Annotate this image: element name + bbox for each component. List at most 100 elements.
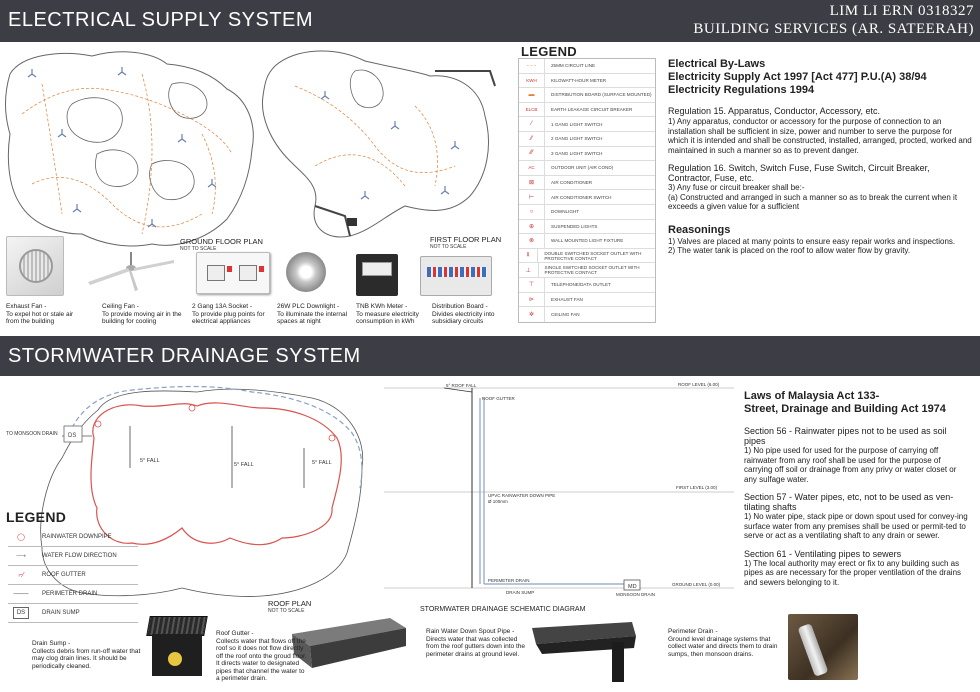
s57-title: Section 57 - Water pipes, etc, not to be…	[744, 492, 954, 512]
schematic-monsoon-drain: MONSOON DRAIN	[616, 592, 655, 597]
stormwater-legend: ◯ RAINWATER DOWNPIPE ⟶WATER FLOW DIRECTION…	[8, 528, 138, 623]
socket-photo	[196, 252, 270, 294]
downspout-icon	[532, 622, 636, 682]
perimeter-drain-photo	[788, 614, 858, 680]
drain-sump-grate	[146, 616, 208, 636]
stormwater-schematic: MD 5° ROOF FALL ROOF GUTTER ROOF LEVEL (…	[384, 382, 734, 597]
reg16-text-1: 3) Any fuse or circuit breaker shall be:…	[668, 183, 805, 192]
schematic-caption: STORMWATER DRAINAGE SCHEMATIC DIAGRAM	[420, 606, 586, 613]
bylaws-heading-1: Electrical By-Laws	[668, 58, 766, 70]
item-caption: Perimeter Drain -Ground level drainage s…	[668, 628, 780, 658]
electrical-legend-label: WALL MOUNTED LIGHT FIXTURE	[551, 238, 624, 244]
drain-sump-icon: DS	[13, 607, 29, 619]
laws-heading-1: Laws of Malaysia Act 133-	[744, 390, 880, 402]
reasoning-1: 1) Valves are placed at many points to e…	[668, 236, 956, 246]
roof-gutter-icon: ⌐⁄	[18, 571, 24, 579]
electrical-legend-row: ⊳EXHAUST FAN	[519, 292, 655, 308]
item-caption: Rain Water Down Spout Pipe -Directs wate…	[426, 628, 526, 658]
item-caption-title: Ceiling Fan -	[102, 303, 139, 310]
ground-floor-plan	[5, 51, 254, 247]
stormwater-legend-row: ⟶WATER FLOW DIRECTION	[8, 547, 138, 566]
item-caption: TNB KWh Meter -To measure electricity co…	[356, 303, 428, 326]
item-caption-title: 26W PLC Downlight -	[277, 303, 340, 310]
fall-label-3: 5° FALL	[312, 460, 332, 466]
schematic-ground-level: GROUND LEVEL (0.00)	[672, 582, 721, 587]
electrical-legend-row: ⊤TELEPHONE/DATA OUTLET	[519, 277, 655, 293]
perimeter-drain-pipe	[797, 623, 829, 677]
header-band: ELECTRICAL SUPPLY SYSTEM LIM LI ERN 0318…	[0, 0, 980, 42]
item-caption: 26W PLC Downlight -To illuminate the int…	[277, 303, 353, 326]
ceiling-fan-photo	[86, 252, 176, 292]
electrical-legend-row: ⊥SINGLE SWITCHED SOCKET OUTLET WITH PROT…	[519, 263, 655, 278]
rainwater-downpipe-icon: ◯	[17, 534, 25, 541]
item-caption-desc: To provide moving air in the building fo…	[102, 310, 182, 326]
s61-text: 1) The local authority may erect or fix …	[744, 558, 962, 587]
exhaust-fan-photo	[6, 236, 64, 296]
item-caption: Drain Sump -Collects debris from run-off…	[32, 640, 142, 670]
electrical-legend-label: KILOWATT-HOUR METER	[551, 77, 607, 83]
electrical-legend-row: ⁄⁄⁄3 GANG LIGHT SWITCH	[519, 146, 655, 162]
roof-plan-label: ROOF PLAN NOT TO SCALE	[268, 599, 312, 615]
roof-plan: DS 5° FALL 5° FALL 5° FALL	[40, 385, 364, 597]
bylaws-heading-3: Electricity Regulations 1994	[668, 84, 815, 96]
s56-text: 1) No pipe used for used for the purpose…	[744, 446, 957, 484]
electrical-legend-row: ✲CEILING FAN	[519, 307, 655, 322]
item-caption-desc: To expel hot or stale air from the build…	[6, 310, 74, 326]
fall-label-1: 5° FALL	[140, 458, 160, 464]
item-caption-title: TNB KWh Meter -	[356, 303, 408, 310]
stormwater-laws: Laws of Malaysia Act 133- Street, Draina…	[744, 390, 970, 587]
electrical-legend-row: ⁄⁄ 2 GANG LIGHT SWITCH	[519, 131, 655, 147]
exhaust-fan-icon	[19, 249, 53, 283]
schematic-roof-fall: 5° ROOF FALL	[446, 383, 477, 388]
kwh-meter-display	[362, 262, 392, 276]
socket-switch-red-2	[259, 266, 264, 272]
item-caption-desc: To measure electricity consumption in kW…	[356, 310, 419, 326]
kwh-meter-photo	[356, 254, 398, 296]
db-breakers	[427, 267, 487, 277]
single-socket-icon: ⊥	[519, 263, 539, 277]
item-caption: Distribution Board -Divides electricity …	[432, 303, 512, 326]
item-caption-title: Rain Water Down Spout Pipe -	[426, 628, 515, 635]
ground-floor-label: GROUND FLOOR PLAN NOT TO SCALE	[180, 237, 263, 253]
drain-sump-outlet	[168, 652, 182, 666]
first-floor-plan	[261, 50, 496, 238]
stormwater-legend-row: ◯ RAINWATER DOWNPIPE	[8, 528, 138, 547]
double-socket-icon: ⫫	[519, 248, 539, 263]
stormwater-legend-label: WATER FLOW DIRECTION	[42, 553, 117, 559]
stormwater-band: STORMWATER DRAINAGE SYSTEM	[0, 336, 980, 376]
author-block: LIM LI ERN 0318327 BUILDING SERVICES (AR…	[693, 2, 974, 38]
downlight-icon: ○	[519, 204, 545, 219]
distribution-board-photo	[420, 256, 492, 296]
item-caption-desc: To illuminate the internal spaces at nig…	[277, 310, 348, 326]
item-caption-desc: Divides electricity into subsidiary circ…	[432, 310, 495, 326]
electrical-legend-label: DISTRIBUTION BOARD (SURFACE MOUNTED)	[551, 92, 652, 98]
stormwater-legend-label: RAINWATER DOWNPIPE	[42, 534, 112, 540]
item-caption-title: 2 Gang 13A Socket -	[192, 303, 252, 310]
roof-plan-ds-label: DS	[68, 433, 76, 439]
fall-label-2: 5° FALL	[234, 462, 254, 468]
item-caption-desc: To provide plug points for electrical ap…	[192, 310, 265, 326]
schematic-pipe-label-2: Ø 100mm	[488, 499, 508, 504]
electrical-legend-row: ⫫DOUBLE SWITCHED SOCKET OUTLET WITH PROT…	[519, 248, 655, 264]
electrical-legend-label: 1 GANG LIGHT SWITCH	[551, 121, 603, 127]
stormwater-title: STORMWATER DRAINAGE SYSTEM	[8, 345, 361, 367]
item-caption: Roof Gutter -Collects water that flows o…	[216, 630, 308, 683]
electrical-legend-label: AIR CONDITIONER SWITCH	[551, 194, 612, 200]
electrical-legend-label: 2 GANG LIGHT SWITCH	[551, 136, 603, 142]
reasonings-title: Reasonings	[668, 223, 731, 236]
stormwater-legend-label: ROOF GUTTER	[42, 572, 86, 578]
item-caption: Exhaust Fan -To expel hot or stale air f…	[6, 303, 76, 326]
item-caption-title: Perimeter Drain -	[668, 628, 718, 635]
schematic-roof-gutter: ROOF GUTTER	[482, 396, 515, 401]
item-caption-title: Roof Gutter -	[216, 630, 254, 637]
roof-gutter-icon	[292, 618, 406, 668]
stormwater-legend-row: ⌐⁄ ROOF GUTTER	[8, 566, 138, 585]
item-caption-desc: Collects water that flows off the roof s…	[216, 637, 307, 683]
telephone-outlet-icon: ⊤	[519, 277, 545, 292]
aircond-switch-icon: ⊢	[519, 190, 545, 204]
switch-2-gang-icon: ⁄⁄	[519, 131, 545, 146]
s57-text: 1) No water pipe, stack pipe or down spo…	[744, 512, 968, 540]
